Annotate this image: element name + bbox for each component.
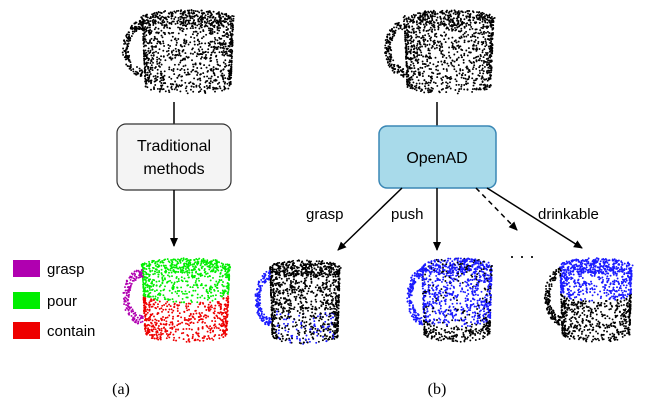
caption-a: (a) (112, 381, 130, 398)
openad-label: OpenAD (406, 150, 467, 167)
mug-a-output (122, 257, 232, 343)
legend: grasp pour contain (13, 260, 95, 340)
panel-b: OpenAD grasp push drinkable . . . (b) (254, 9, 634, 398)
mug-b-push (406, 257, 493, 343)
mug-a-input (121, 9, 235, 95)
caption-b: (b) (428, 381, 447, 398)
legend-swatch-pour (13, 292, 40, 309)
traditional-methods-line2: methods (143, 161, 204, 178)
traditional-methods-line1: Traditional (137, 138, 211, 155)
legend-swatch-grasp (13, 260, 40, 277)
panel-a: Traditional methods grasp pour contain (… (13, 9, 235, 398)
mug-b-drinkable (543, 257, 634, 343)
legend-label-contain: contain (47, 323, 95, 340)
arrow-b-drinkable (486, 187, 583, 249)
mug-b-input (384, 9, 496, 95)
edge-label-grasp: grasp (306, 206, 344, 223)
arrow-b-grasp (337, 187, 403, 251)
edge-label-drinkable: drinkable (538, 206, 599, 223)
ellipsis: . . . (509, 242, 534, 262)
legend-swatch-contain (13, 322, 40, 339)
mug-b-grasp (254, 259, 342, 345)
legend-label-pour: pour (47, 293, 77, 310)
traditional-methods-box (116, 123, 232, 191)
legend-label-grasp: grasp (47, 261, 85, 278)
arrow-b-other (475, 187, 518, 231)
edge-label-push: push (391, 206, 424, 223)
